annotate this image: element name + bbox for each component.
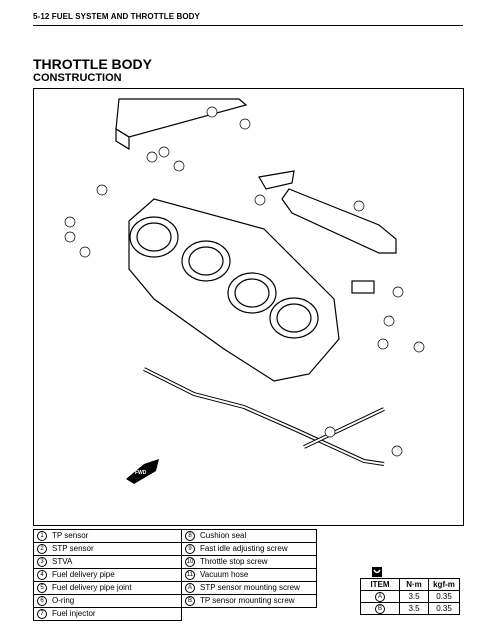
svg-text:FWD: FWD — [135, 470, 147, 476]
section-subtitle: CONSTRUCTION — [33, 72, 122, 84]
fuel-injector — [351, 280, 375, 294]
page-header: 5-12 FUEL SYSTEM AND THROTTLE BODY — [33, 8, 463, 30]
torque-table: ITEM N·m kgf-m A 3.5 0.35 B 3.5 0.35 — [360, 578, 460, 615]
callout-marker — [206, 106, 218, 118]
fwd-arrow: FWD — [126, 459, 159, 484]
torque-row: A 3.5 0.35 — [360, 590, 460, 603]
pipe-joint — [258, 170, 295, 190]
exploded-diagram-drawing: FWD — [64, 98, 425, 484]
page-label: 5-12 FUEL SYSTEM AND THROTTLE BODY — [33, 12, 200, 21]
lower-fuel-pipe — [281, 188, 397, 254]
upper-fuel-pipe — [115, 98, 248, 138]
header-rule — [33, 25, 463, 26]
torque-header-row: ITEM N·m kgf-m — [360, 578, 460, 591]
torque-wrench-icon — [372, 567, 382, 577]
torque-row: B 3.5 0.35 — [360, 602, 460, 615]
exploded-diagram: FWD — [33, 88, 464, 526]
section-title: THROTTLE BODY — [33, 56, 152, 72]
